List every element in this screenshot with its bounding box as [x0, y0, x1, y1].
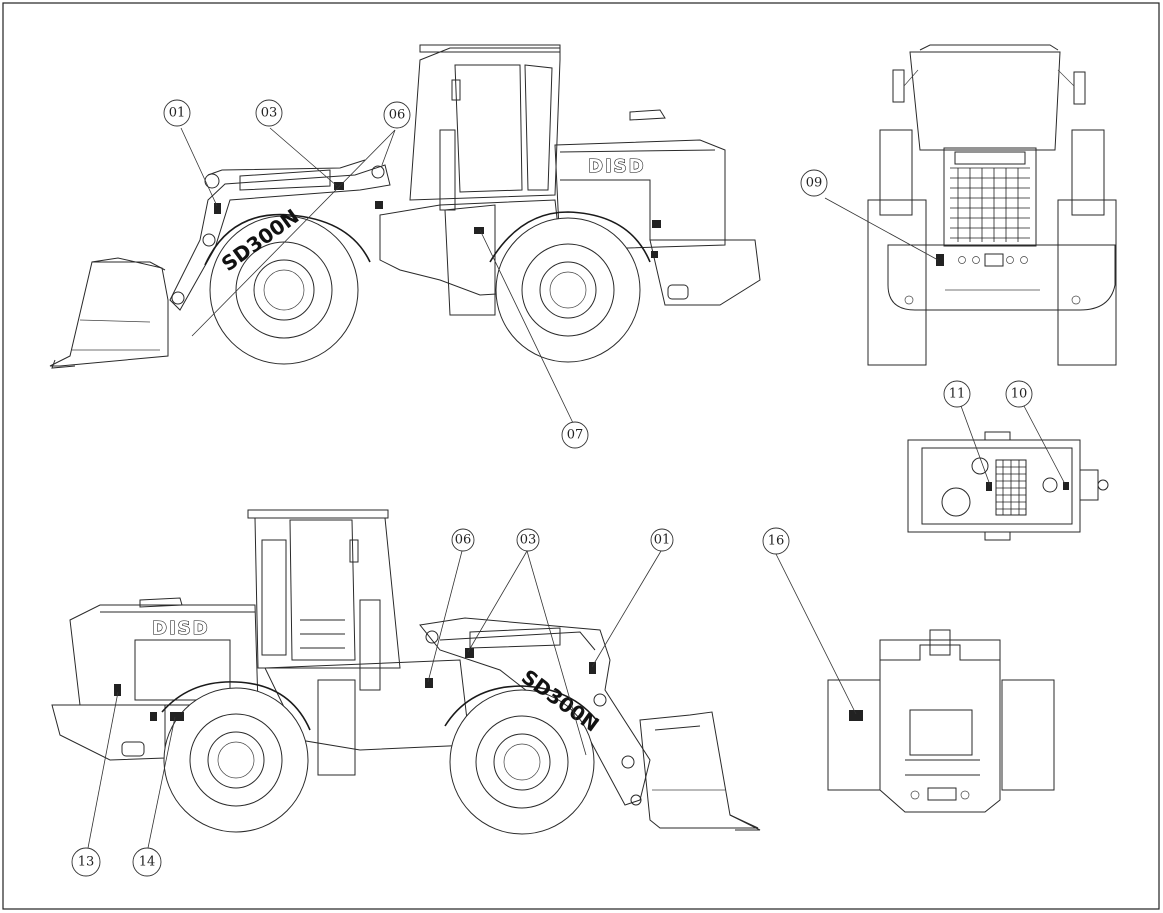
rear-view: [827, 629, 1055, 813]
svg-text:03: 03: [261, 106, 278, 121]
hood-brand-top: DISD: [588, 156, 646, 177]
balloon-01-bottom: 01: [650, 528, 674, 552]
balloon-09: 09: [800, 169, 828, 197]
svg-text:06: 06: [389, 108, 406, 123]
balloon-14: 14: [132, 847, 162, 877]
svg-text:03: 03: [520, 533, 537, 548]
svg-text:11: 11: [949, 387, 966, 402]
front-view: [867, 44, 1117, 366]
decal-03-bottom: [465, 648, 474, 658]
balloon-06-bottom: 06: [451, 528, 475, 552]
side-view-left: DISD SD300N: [49, 44, 761, 369]
svg-text:01: 01: [169, 106, 186, 121]
balloon-16: 16: [762, 527, 790, 555]
decal-13: [114, 684, 121, 696]
balloon-11: 11: [943, 380, 971, 408]
decal-11: [986, 482, 992, 491]
svg-text:09: 09: [806, 176, 823, 191]
balloon-13: 13: [71, 847, 101, 877]
balloon-01-top: 01: [163, 99, 191, 127]
decal-06-bottom: [425, 678, 433, 688]
leader-lines: [87, 127, 1066, 849]
svg-text:16: 16: [768, 534, 785, 549]
balloon-03-bottom: 03: [516, 528, 540, 552]
decal-14: [170, 712, 184, 721]
svg-text:07: 07: [567, 428, 584, 443]
balloon-03-top: 03: [255, 99, 283, 127]
balloon-10: 10: [1005, 380, 1033, 408]
decal-01-top: [214, 203, 221, 214]
hood-brand-bottom: DISD: [152, 618, 210, 639]
top-view-hood: [907, 431, 1109, 541]
svg-text:14: 14: [139, 855, 156, 870]
decal-06-top: [375, 201, 383, 209]
balloon-07: 07: [561, 421, 589, 449]
decal-01-bottom: [589, 662, 596, 674]
decal-03-top: [334, 182, 344, 190]
svg-text:10: 10: [1011, 387, 1028, 402]
decal-10: [1063, 482, 1069, 490]
side-view-right: DISD SD300N: [51, 509, 761, 835]
decal-07-top: [474, 227, 484, 234]
decal-16: [849, 710, 863, 721]
svg-text:06: 06: [455, 533, 472, 548]
svg-text:13: 13: [78, 855, 95, 870]
decal-09: [936, 254, 944, 266]
balloon-06-top: 06: [383, 101, 411, 129]
svg-text:01: 01: [654, 533, 671, 548]
